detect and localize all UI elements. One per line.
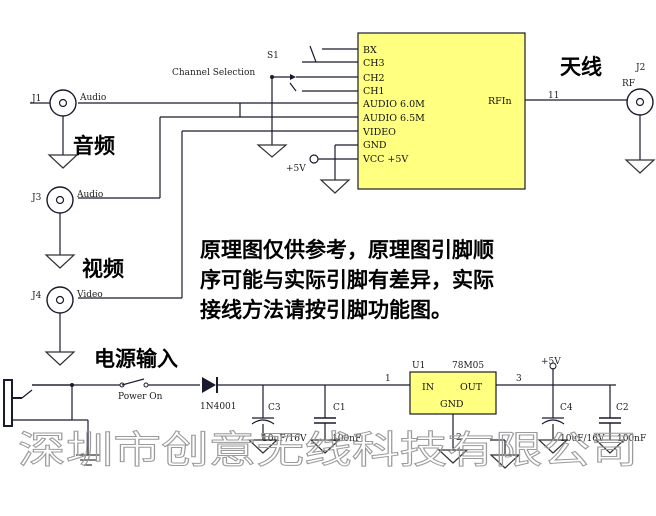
c4-value: 10uF/16V <box>560 434 605 444</box>
signal-wiring <box>78 102 358 299</box>
connector-j3: J3 Audio <box>31 186 103 269</box>
note-line-2: 序可能与实际引脚有差异，实际 <box>200 268 494 292</box>
reg-gnd-label: GND <box>440 399 464 410</box>
c1-value: 100nF <box>332 434 361 444</box>
reg-part: 78M05 <box>452 361 484 371</box>
connector-j4: J4 Video <box>31 286 103 366</box>
reg-in-label: IN <box>422 382 434 393</box>
audio-label: 音频 <box>73 134 115 158</box>
j3-label: Audio <box>76 190 103 200</box>
j2-label: RF <box>622 79 635 89</box>
modulator-module <box>357 32 526 190</box>
ground-symbol-switch <box>256 144 288 158</box>
c2-ref: C2 <box>616 403 629 413</box>
diode-label: 1N4001 <box>200 402 237 412</box>
pin-ch1: CH1 <box>363 86 385 97</box>
note-line-3: 接线方法请按引脚功能图。 <box>200 298 452 322</box>
c1-ref: C1 <box>333 403 346 413</box>
j3-ref: J3 <box>31 193 42 203</box>
power-switch-label: Power On <box>118 392 163 402</box>
pin-vcc: VCC +5V <box>362 154 408 165</box>
reg-pin-in: 1 <box>385 374 391 384</box>
company-watermark: 深圳市创意无线科技有限公司 <box>18 428 638 472</box>
regulator-78m05 <box>409 371 497 415</box>
connector-j1: J1 Audio <box>30 89 106 169</box>
pin-video: VIDEO <box>362 127 396 138</box>
power-section: Power On 1N4001 1 C3 10uF/16V C1 100nF U… <box>3 357 646 469</box>
pin-ch3: CH3 <box>363 58 385 69</box>
video-label: 视频 <box>82 257 124 281</box>
pin-bx: BX <box>363 45 377 56</box>
c2-value: 100nF <box>617 434 646 444</box>
pin-gnd: GND <box>363 140 387 151</box>
rf-pin-number: 11 <box>548 91 559 101</box>
j1-label: Audio <box>79 93 106 103</box>
reg-pin-gnd: 2 <box>456 433 462 443</box>
antenna-label: 天线 <box>560 55 602 79</box>
vout-label: +5V <box>541 357 561 367</box>
switch-label: Channel Selection <box>172 68 255 78</box>
note-line-1: 原理图仅供参考，原理图引脚顺 <box>200 238 494 262</box>
connector-j2: J2 RF <box>622 63 656 174</box>
j2-ref: J2 <box>635 63 645 73</box>
reg-ref: U1 <box>412 361 425 371</box>
module-pin-leads <box>289 45 628 101</box>
pin-rfin: RFIn <box>488 96 512 107</box>
channel-switch: S1 Channel Selection <box>172 51 296 145</box>
pin-audio-6-5m: AUDIO 6.5M <box>362 113 425 124</box>
vcc-terminal <box>309 154 319 164</box>
j4-ref: J4 <box>31 291 42 301</box>
j4-label: Video <box>76 290 103 300</box>
module-pin-labels: BX CH3 CH2 CH1 AUDIO 6.0M AUDIO 6.5M VID… <box>362 45 512 165</box>
c3-value: 10uF/16V <box>262 434 307 444</box>
reference-note: 原理图仅供参考，原理图引脚顺 序可能与实际引脚有差异，实际 接线方法请按引脚功能… <box>200 238 494 322</box>
pin-ch2: CH2 <box>363 73 385 84</box>
reg-pin-out: 3 <box>516 374 522 384</box>
ground-symbol-module <box>319 179 351 194</box>
reg-out-label: OUT <box>460 382 483 393</box>
c4-ref: C4 <box>560 403 573 413</box>
pin-audio-6-0m: AUDIO 6.0M <box>362 99 425 110</box>
j1-ref: J1 <box>31 94 41 104</box>
vcc-label-top: +5V <box>286 164 306 174</box>
c3-ref: C3 <box>268 403 281 413</box>
power-input-label: 电源输入 <box>94 347 178 371</box>
switch-ref: S1 <box>267 51 279 61</box>
